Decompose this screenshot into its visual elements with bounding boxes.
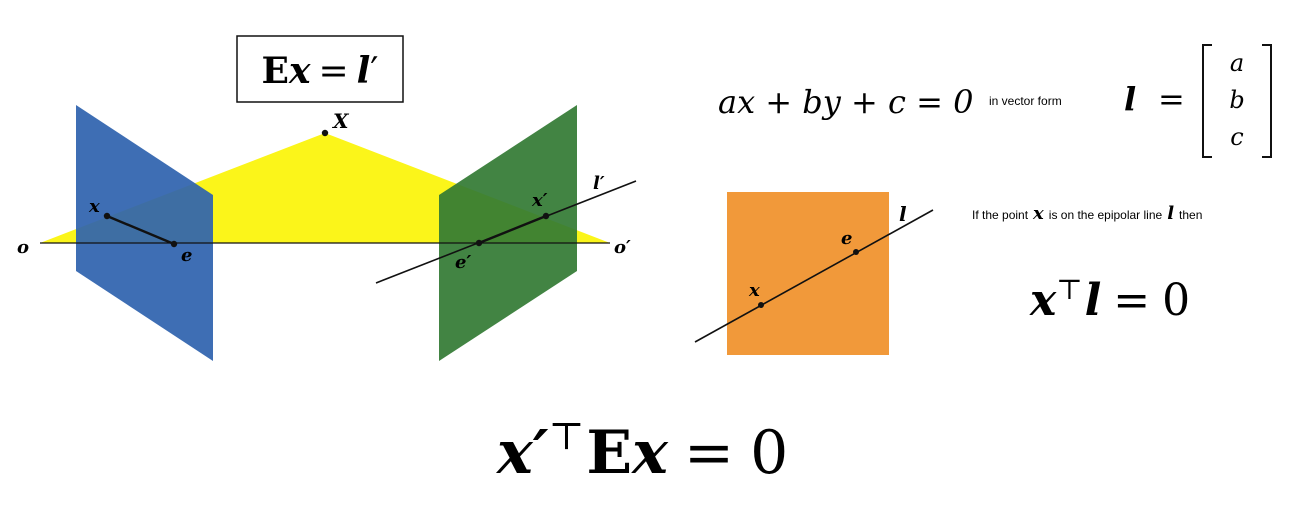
label-e: e [181, 245, 192, 266]
condition-l: l [1167, 203, 1174, 224]
patch-label-x: x [748, 280, 760, 301]
incidence-equation: x⊤l=0 [1029, 273, 1190, 326]
incidence-transpose: ⊤ [1056, 273, 1082, 306]
label-o-prime: o′ [614, 237, 631, 258]
condition-suffix: then [1179, 208, 1202, 222]
point-x-prime [542, 212, 550, 220]
point-e [170, 240, 178, 248]
point-e-prime [475, 239, 483, 247]
patch-label-l: l [899, 202, 907, 226]
condition-prefix: If the point [972, 208, 1029, 222]
point-X [321, 129, 329, 137]
image-patch [727, 192, 889, 355]
vector-l-symbol: l [1124, 80, 1136, 118]
patch-point-e [853, 249, 859, 255]
left-epipolar-segment [106, 214, 175, 246]
equation-box [236, 35, 404, 103]
vector-l: l [357, 50, 371, 92]
constraint-x: x [630, 418, 669, 488]
image-patch-figure: l e x [694, 192, 934, 355]
incidence-x: x [1029, 275, 1057, 326]
constraint-E: E [586, 418, 632, 488]
equals-sign: = [318, 51, 348, 92]
vector-equals: = [1158, 80, 1185, 118]
point-x [103, 212, 111, 220]
label-e-prime: e′ [455, 252, 471, 273]
vector-entry-c: c [1230, 123, 1243, 151]
constraint-transpose: ⊤ [549, 414, 585, 458]
patch-point-x [758, 302, 764, 308]
constraint-equals: = [684, 418, 734, 488]
essential-constraint: x′⊤Ex=0 [495, 414, 788, 488]
vector-entry-b: b [1229, 86, 1244, 114]
left-bracket [1202, 44, 1212, 158]
right-bracket [1262, 44, 1272, 158]
boxed-equation-text: Ex=l′ [262, 50, 379, 92]
patch-label-e: e [841, 228, 852, 249]
prime-mark: ′ [370, 51, 378, 92]
in-vector-form-caption: in vector form [989, 94, 1062, 108]
vector-entry-a: a [1230, 49, 1244, 77]
label-l-prime: l′ [593, 173, 605, 194]
matrix-E: E [262, 50, 289, 92]
label-o: o [17, 237, 29, 258]
left-image-plane [76, 105, 213, 361]
line-equation-group: ax + by + c = 0 in vector form l = a b c [718, 44, 1272, 158]
epipolar-geometry-figure: X x e o x′ e′ o′ l′ [17, 105, 637, 361]
patch-epipolar-line [694, 209, 934, 343]
condition-middle: is on the epipolar line [1049, 208, 1163, 222]
label-x: x [88, 196, 100, 217]
condition-x: x [1032, 203, 1044, 224]
right-epipolar-segment [478, 214, 547, 245]
constraint-x-prime: x′ [495, 418, 549, 488]
vector-x: x [288, 50, 311, 92]
constraint-zero: 0 [750, 418, 788, 488]
label-X: X [331, 109, 350, 133]
incidence-zero: 0 [1162, 275, 1190, 326]
label-x-prime: x′ [531, 190, 548, 211]
incidence-l: l [1085, 275, 1102, 326]
line-equation: ax + by + c = 0 [718, 83, 973, 121]
right-image-plane [439, 105, 577, 361]
incidence-equals: = [1113, 275, 1150, 326]
boxed-equation: Ex=l′ [236, 35, 404, 103]
